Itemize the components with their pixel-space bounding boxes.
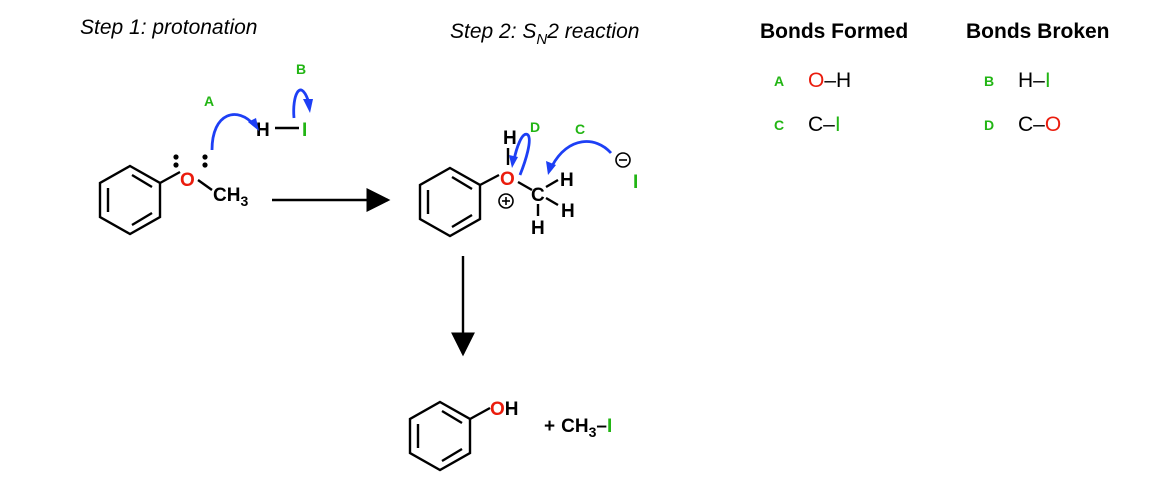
bonds-formed-heading: Bonds Formed xyxy=(760,20,908,43)
svg-text:B: B xyxy=(984,73,994,89)
step2-title-subscript: N xyxy=(536,31,547,48)
curved-arrow-c xyxy=(550,140,613,167)
arrow-d-head xyxy=(509,155,518,168)
arrow-a-head xyxy=(248,118,259,131)
phenol-product: OH xyxy=(408,399,519,472)
methyl-iodide-product: +CH3–I xyxy=(544,416,612,440)
step2-title: Step 2: SN2 reaction xyxy=(450,20,639,48)
step2-title-suffix: 2 reaction xyxy=(546,20,639,43)
methyl-group: CH3 xyxy=(213,185,248,209)
curved-arrow-d xyxy=(512,132,531,176)
svg-text:H–I: H–I xyxy=(1018,69,1051,92)
svg-text:O–H: O–H xyxy=(808,69,851,92)
svg-text:C: C xyxy=(531,185,545,206)
svg-text:D: D xyxy=(984,117,994,133)
svg-text:H: H xyxy=(561,201,575,222)
curved-arrow-a xyxy=(210,113,256,151)
oxygen-atom: O xyxy=(180,170,195,191)
negative-charge xyxy=(615,152,631,168)
arrow-label-a: A xyxy=(204,93,214,109)
arrow-label-d: D xyxy=(530,119,540,135)
svg-text:C: C xyxy=(774,117,784,133)
oxonium-oxygen: O xyxy=(500,169,515,190)
arrow-label-c: C xyxy=(575,121,585,137)
svg-text:I: I xyxy=(633,172,638,193)
svg-text:OH: OH xyxy=(490,399,519,420)
step1-title: Step 1: protonation xyxy=(80,16,257,39)
svg-text:+CH3–I: +CH3–I xyxy=(544,416,612,440)
bonds-formed-row-a: A O–H xyxy=(774,69,851,92)
hydrogen-iodide: H I xyxy=(256,120,307,141)
step2-title-prefix: Step 2: S xyxy=(450,20,536,43)
svg-text:H: H xyxy=(560,170,574,191)
arrow-label-b: B xyxy=(296,61,306,77)
iodide-ion: I xyxy=(615,152,638,193)
bonds-broken-row-b: B H–I xyxy=(984,69,1051,92)
svg-text:C–O: C–O xyxy=(1018,113,1061,136)
arrow-c-head xyxy=(546,161,556,175)
svg-text:H: H xyxy=(256,120,270,141)
curved-arrow-b xyxy=(292,88,310,119)
svg-text:A: A xyxy=(774,73,784,89)
svg-text:I: I xyxy=(302,120,307,141)
svg-text:H: H xyxy=(531,218,545,239)
bonds-broken-heading: Bonds Broken xyxy=(966,20,1110,43)
bonds-broken-row-d: D C–O xyxy=(984,113,1061,136)
bonds-formed-row-c: C C–I xyxy=(774,113,841,136)
anisole-molecule: O CH3 xyxy=(98,154,248,236)
svg-text:C–I: C–I xyxy=(808,113,841,136)
positive-charge xyxy=(498,193,514,209)
oxonium-intermediate: O H C H H H xyxy=(418,128,575,239)
svg-text:H: H xyxy=(503,128,517,149)
lone-pairs xyxy=(173,154,208,168)
arrow-b-head xyxy=(303,99,313,113)
